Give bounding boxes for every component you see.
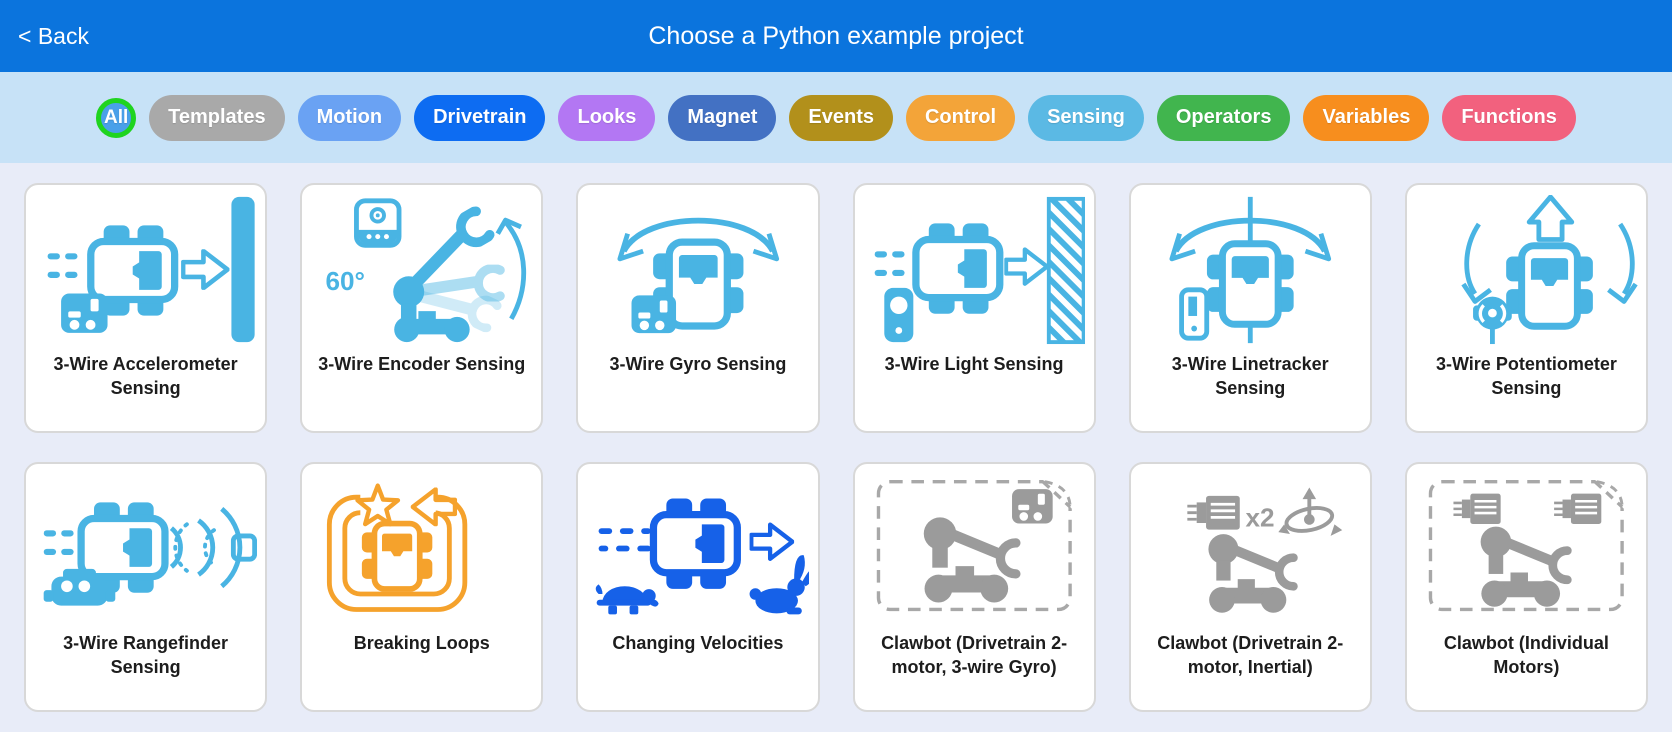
filter-pill-drivetrain[interactable]: Drivetrain — [414, 94, 546, 141]
breaking-loops-icon — [327, 483, 468, 612]
card-3-wire-encoder-sensing[interactable]: 60° 3-Wire Encoder Sens — [300, 183, 544, 433]
card-3-wire-linetracker-sensing[interactable]: 3-Wire Linetracker Sensing — [1128, 183, 1372, 433]
encoder-sensing-icon: 60° — [326, 198, 527, 343]
card-clawbot-drivetrain-2motor-3wire-gyro[interactable]: Clawbot (Drivetrain 2-motor, 3-wire Gyro… — [852, 462, 1096, 712]
light-sensing-icon — [874, 196, 1086, 345]
card-label: 3-Wire Light Sensing — [884, 354, 1064, 374]
motor-count-badge: x2 — [1245, 502, 1274, 532]
card-3-wire-rangefinder-sensing[interactable]: 3-Wire Rangefinder Sensing — [24, 462, 268, 712]
encoder-angle-badge: 60° — [326, 266, 365, 296]
clawbot-gyro-icon — [876, 477, 1074, 612]
filter-pill-functions[interactable]: Functions — [1442, 94, 1576, 141]
gyro-sensing-icon — [617, 217, 779, 334]
filter-pill-sensing[interactable]: Sensing — [1028, 94, 1144, 141]
card-label: Breaking Loops — [353, 633, 490, 653]
card-changing-velocities[interactable]: Changing Velocities — [576, 462, 820, 712]
card-label: Clawbot (Drivetrain 2-motor, 3-wire Gyro… — [881, 633, 1068, 677]
filter-pill-magnet[interactable]: Magnet — [668, 94, 777, 141]
card-breaking-loops[interactable]: Breaking Loops — [300, 462, 544, 712]
card-label: Clawbot (Individual Motors) — [1443, 633, 1609, 677]
filter-pill-looks[interactable]: Looks — [558, 94, 656, 141]
category-filter-bar: All Templates Motion Drivetrain Looks Ma… — [0, 72, 1672, 163]
card-label: Changing Velocities — [612, 633, 784, 653]
filter-pill-events[interactable]: Events — [789, 94, 893, 141]
potentiometer-sensing-icon — [1461, 195, 1638, 345]
filter-pill-templates[interactable]: Templates — [149, 94, 285, 141]
card-label: 3-Wire Potentiometer Sensing — [1435, 354, 1617, 398]
clawbot-inertial-icon: x2 — [1185, 487, 1343, 624]
rangefinder-sensing-icon — [43, 474, 257, 606]
card-label: 3-Wire Rangefinder Sensing — [63, 633, 229, 677]
filter-pill-all[interactable]: All — [96, 97, 137, 138]
filter-pill-control[interactable]: Control — [905, 94, 1016, 141]
card-3-wire-potentiometer-sensing[interactable]: 3-Wire Potentiometer Sensing — [1404, 183, 1648, 433]
card-label: 3-Wire Accelerometer Sensing — [53, 354, 238, 398]
card-3-wire-gyro-sensing[interactable]: 3-Wire Gyro Sensing — [576, 183, 820, 433]
accelerometer-sensing-icon — [47, 196, 255, 343]
project-card-grid: 3-Wire Accelerometer Sensing 60° — [0, 163, 1672, 732]
clawbot-individual-motors-icon — [1428, 477, 1627, 624]
card-label: Clawbot (Drivetrain 2-motor, Inertial) — [1157, 633, 1344, 677]
filter-pill-variables[interactable]: Variables — [1303, 94, 1430, 141]
page-title: Choose a Python example project — [648, 21, 1024, 50]
card-label: 3-Wire Encoder Sensing — [318, 354, 526, 374]
linetracker-sensing-icon — [1169, 196, 1332, 344]
card-clawbot-individual-motors[interactable]: Clawbot (Individual Motors) — [1404, 462, 1648, 712]
filter-pill-motion[interactable]: Motion — [297, 94, 402, 141]
card-label: 3-Wire Linetracker Sensing — [1171, 354, 1329, 398]
filter-pill-operators[interactable]: Operators — [1156, 94, 1291, 141]
card-3-wire-light-sensing[interactable]: 3-Wire Light Sensing — [852, 183, 1096, 433]
changing-velocities-icon — [595, 474, 810, 615]
back-button[interactable]: < Back — [18, 22, 89, 49]
header-bar: < Back Choose a Python example project — [0, 0, 1672, 72]
card-label: 3-Wire Gyro Sensing — [609, 354, 787, 374]
card-clawbot-drivetrain-2motor-inertial[interactable]: x2 Clawbot (Drivetrain 2-motor, Inertial… — [1128, 462, 1372, 712]
card-3-wire-accelerometer-sensing[interactable]: 3-Wire Accelerometer Sensing — [24, 183, 268, 433]
